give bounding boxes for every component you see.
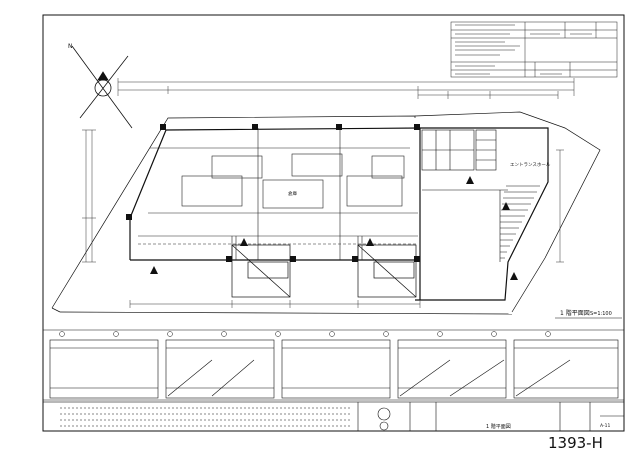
office-block [421,129,508,262]
spec-table [450,21,618,78]
side-dimensions [82,129,564,308]
title-block-drawing-name: 1 階平面図 [486,423,511,430]
building-outline [129,127,549,301]
title-block [42,401,625,432]
plan-title: 1 階平面図 [560,309,590,317]
area-calculation-band [43,329,624,401]
markers [126,124,518,280]
top-dimensions [117,78,575,99]
sheet-number: 1393-H [548,434,603,452]
title-block-code: A-11 [600,423,610,429]
area-column-markers [59,331,551,337]
hatched-ramp [500,185,540,259]
north-arrow-icon [71,45,133,129]
label-entrance-hall: エントランスホール [510,162,551,168]
plan-scale: S=1:100 [590,311,612,317]
plan-title-block: 1 階平面図 S=1:100 [555,309,622,319]
north-label: N [68,43,73,50]
label-warehouse: 倉庫 [288,190,297,197]
site-boundary [51,111,601,315]
warehouse-interior [138,128,418,260]
loading-docks [231,244,417,298]
